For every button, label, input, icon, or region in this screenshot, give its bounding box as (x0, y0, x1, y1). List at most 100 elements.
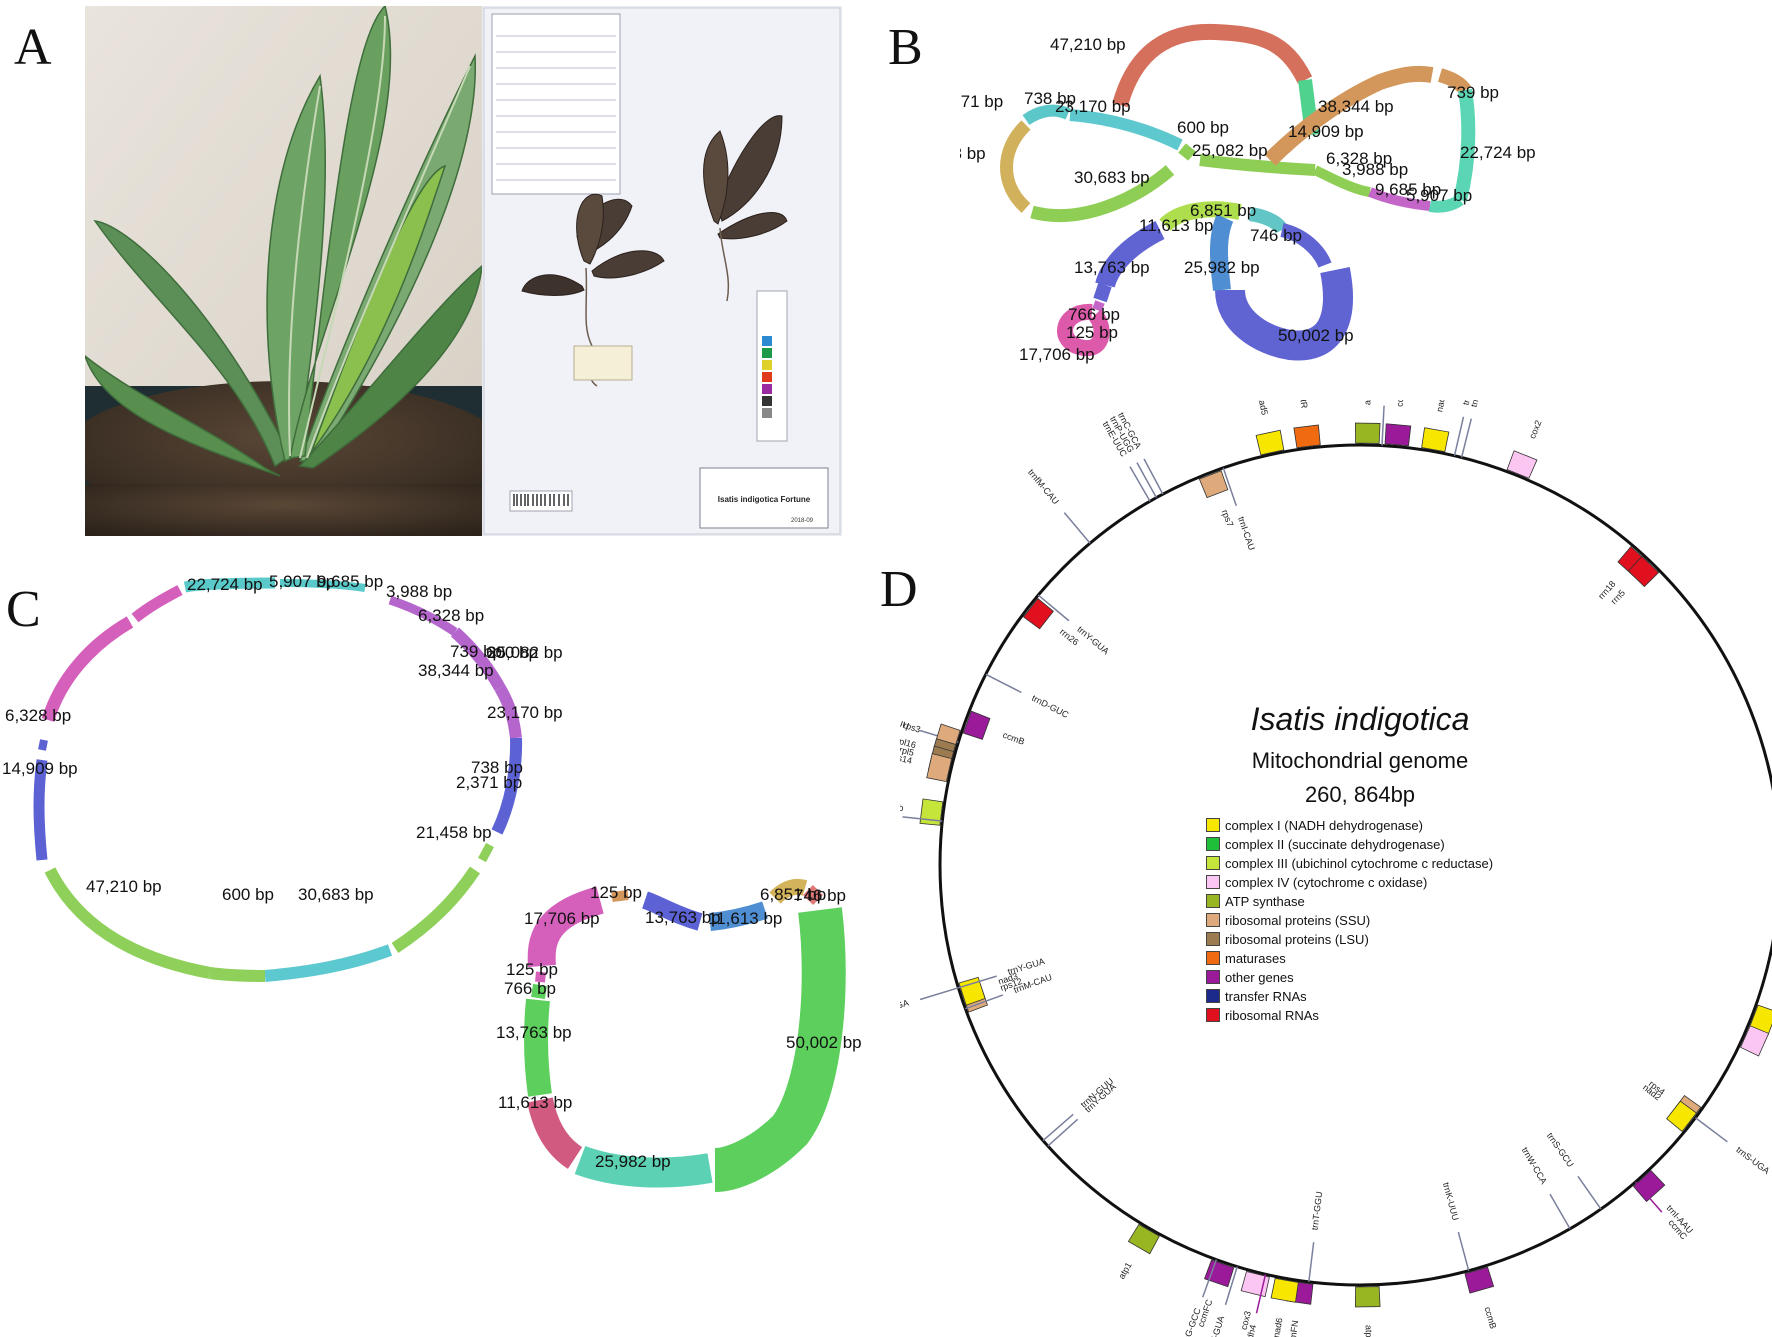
legend-label: other genes (1225, 970, 1294, 985)
panel-label-a: A (14, 18, 52, 77)
gene-nad9: nad9 (1422, 400, 1449, 452)
legend-swatch (1206, 837, 1220, 851)
gene-label: atp1 (1116, 1261, 1133, 1281)
legend-swatch (1206, 951, 1220, 965)
b-segment-47210 (1120, 32, 1305, 105)
b-segment-25082 (1200, 160, 1315, 170)
gene-label: atp8 (1364, 1325, 1374, 1337)
b-label-lower-labels-6: 125 bp (1066, 323, 1118, 342)
gene-label: cob (900, 802, 904, 814)
gene-label: ccmFN (1286, 1320, 1300, 1337)
b-label-lower-labels-2: 746 bp (1250, 226, 1302, 245)
c-label-ring-labels-13: 2,371 bp (456, 773, 522, 792)
legend-label: maturases (1225, 951, 1286, 966)
gene-label: trnS-GCU (1545, 1131, 1576, 1169)
legend-item: ribosomal proteins (SSU) (1206, 913, 1370, 931)
b-label-lower-labels-7: 17,706 bp (1019, 345, 1095, 364)
c-label-ring-labels-3: 3,988 bp (386, 582, 452, 601)
gene-label: trnW-CCA (1520, 1146, 1549, 1186)
gene-ccmb: ccmB (963, 711, 1026, 747)
c-segment-13763-low (536, 1000, 540, 1095)
gene-label: trnM-CAU (1012, 972, 1053, 995)
legend-label: complex I (NADH dehydrogenase) (1225, 818, 1423, 833)
b-label-top-right-labels-3: 739 bp (1447, 83, 1499, 102)
legend-swatch (1206, 856, 1220, 870)
b-label-top-right-labels-1: 14,909 bp (1288, 122, 1364, 141)
legend-item: maturases (1206, 951, 1286, 969)
b-label-top-left-labels-3: 600 bp (1177, 118, 1229, 137)
specimen-date: 2018-09 (791, 518, 814, 524)
b-label-top-left-labels-1: 2,371 bp (960, 92, 1003, 111)
gene-atp6: atp6 (1355, 400, 1380, 443)
gene-nad2: nad2 (1641, 1082, 1696, 1131)
gene-cox2: cox2 (1507, 419, 1543, 479)
b-segment-25982 (1219, 218, 1225, 290)
gene-label: trnK-UUU (1441, 1181, 1461, 1221)
c-segment-600-bottom (210, 973, 265, 976)
c-label-loop-labels-9: 50,002 bp (786, 1033, 862, 1052)
b-label-lower-labels-4: 25,982 bp (1184, 258, 1260, 277)
legend-item: complex III (ubichinol cytochrome c redu… (1206, 856, 1493, 874)
b-segment-23170 (1070, 115, 1180, 145)
gene-label: atp6 (1362, 400, 1372, 405)
gene-cob: cob (900, 799, 943, 825)
b-segment-600 (1182, 148, 1192, 156)
c-label-loop-labels-0: 125 bp (590, 883, 642, 902)
gene-nad5: nad5 (1256, 400, 1284, 455)
c-label-loop-labels-5: 17,706 bp (524, 909, 600, 928)
gene-trns-uga: trnS-UGA (1695, 1118, 1771, 1176)
legend-item: ATP synthase (1206, 894, 1305, 912)
genome-size: 260, 864bp (1305, 782, 1415, 807)
legend-label: complex II (succinate dehydrogenase) (1225, 837, 1445, 852)
gene-rps7: rps7 (1199, 471, 1235, 528)
c-label-ring-labels-0: 22,724 bp (187, 575, 263, 594)
gene-label: ccmFN (1394, 400, 1406, 407)
gene-label: rps7 (1220, 508, 1236, 528)
genome-species-title: Isatis indigotica (1251, 701, 1470, 737)
legend-label: ribosomal proteins (LSU) (1225, 932, 1369, 947)
c-label-loop-labels-8: 13,763 bp (496, 1023, 572, 1042)
gene-label: matR (1297, 400, 1310, 409)
gene-label: trnT-GGU (1310, 1191, 1325, 1231)
legend-swatch (1206, 932, 1220, 946)
legend-swatch (1206, 970, 1220, 984)
c-label-loop-labels-2: 746 bp (794, 886, 846, 905)
b-label-lower-labels-5: 766 bp (1068, 305, 1120, 324)
b-label-top-right-labels-0: 47,210 bp (1050, 35, 1126, 54)
c-segment-738 (482, 845, 490, 860)
gene-label: trnfM-CAU (1026, 467, 1061, 506)
gene-label: ccmB (1483, 1306, 1499, 1330)
gene-trnd-guc: trnD-GUC (986, 674, 1071, 720)
b-label-lower-labels-8: 50,002 bp (1278, 326, 1354, 345)
c-label-loop-labels-11: 25,982 bp (595, 1152, 671, 1171)
gene-label: nad9 (1434, 400, 1447, 413)
gene-atp1: atp1 (1116, 1224, 1159, 1280)
c-label-ring-labels-10: 6,328 bp (5, 706, 71, 725)
b-label-top-right-labels-6: 3,988 bp (1342, 160, 1408, 179)
b-label-top-right-labels-4: 22,724 bp (1460, 143, 1536, 162)
b-label-top-left-labels-2: 23,170 bp (1055, 97, 1131, 116)
gene-ccmc: ccmC (1636, 1182, 1690, 1242)
panel-label-b: B (888, 18, 923, 77)
gene-label: trnS-UGA (900, 998, 910, 1019)
c-label-ring-labels-16: 600 bp (222, 885, 274, 904)
legend-swatch (1206, 989, 1220, 1003)
specimen-species-label: Isatis indigotica Fortune (718, 495, 811, 504)
legend-item: complex II (succinate dehydrogenase) (1206, 837, 1445, 855)
c-segment-6328-left (42, 740, 44, 750)
c-label-loop-labels-7: 766 bp (504, 979, 556, 998)
b-label-top-right-labels-8: 5,907 bp (1406, 186, 1472, 205)
b-label-top-left-labels-6: 25,082 bp (1192, 141, 1268, 160)
gene-label: trnY-GUA (1075, 624, 1111, 656)
legend-item: complex IV (cytochrome c oxidase) (1206, 875, 1427, 893)
gene-atp8: atp8 (1355, 1287, 1380, 1337)
legend-item: ribosomal proteins (LSU) (1206, 932, 1369, 950)
legend-swatch (1206, 913, 1220, 927)
legend-item: transfer RNAs (1206, 989, 1307, 1007)
genome-title-line2: Mitochondrial genome (1252, 748, 1468, 773)
legend-label: complex IV (cytochrome c oxidase) (1225, 875, 1427, 890)
c-label-ring-labels-9: 23,170 bp (487, 703, 563, 722)
legend-label: transfer RNAs (1225, 989, 1307, 1004)
